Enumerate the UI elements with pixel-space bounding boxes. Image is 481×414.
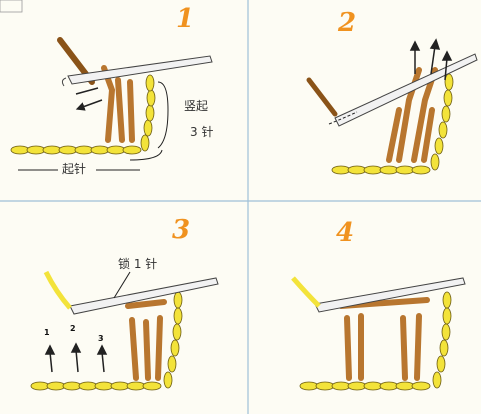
chain-one-label: 锁 1 针 — [118, 257, 158, 271]
foundation-chain — [30, 291, 183, 391]
foundation-chain — [331, 73, 454, 175]
step-number-2: 2 — [338, 8, 357, 38]
arrow-number-3: 3 — [98, 334, 104, 343]
stitches-label: 3 针 — [190, 125, 214, 139]
step-number-4: 4 — [336, 218, 355, 248]
crochet-hook — [314, 277, 466, 313]
step-1-illustration — [10, 37, 213, 171]
foundation-chain — [10, 74, 156, 155]
brown-yarn — [57, 37, 135, 143]
arrow-number-1: 1 — [44, 328, 50, 337]
crochet-hook — [61, 55, 213, 87]
foundation-chain — [299, 291, 452, 391]
step-2-illustration — [306, 38, 478, 175]
arrow-number-2: 2 — [70, 324, 76, 333]
step-number-1: 1 — [176, 4, 195, 34]
raise-label: 竖起 — [184, 99, 209, 113]
crochet-hook — [334, 53, 478, 127]
crochet-hook — [69, 277, 219, 315]
step-3-illustration — [30, 270, 219, 391]
start-label: 起针 — [62, 162, 87, 176]
step-4-illustration — [291, 276, 466, 391]
step-number-3: 3 — [172, 215, 191, 245]
